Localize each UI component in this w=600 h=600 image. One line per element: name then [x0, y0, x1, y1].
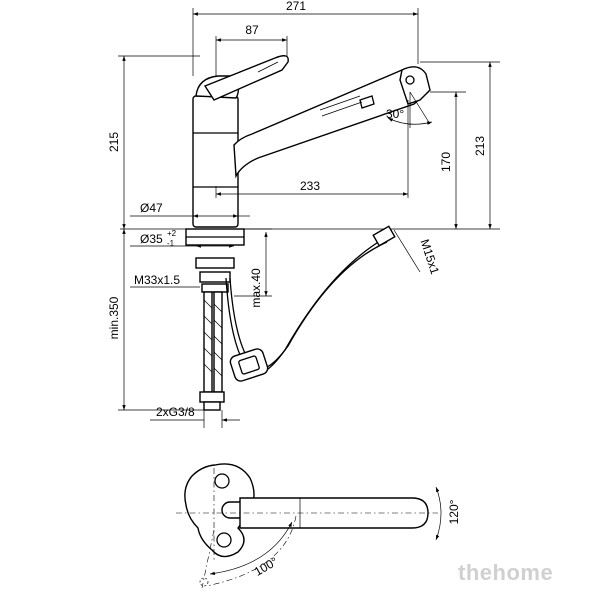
dim-lever-rotation-angle: 100° — [252, 554, 281, 579]
dim-spout-swivel-angle: 120° — [447, 499, 461, 524]
dim-connection-thread: M15x1 — [418, 237, 443, 276]
dimension-lines: 271 87 215 213 170 233 30° Ø47 — [107, 0, 500, 428]
dim-supply-connections: 2xG3/8 — [156, 405, 195, 419]
watermark-logo: thehome — [458, 560, 553, 585]
spout — [233, 66, 429, 179]
dim-hose-length: min.350 — [107, 296, 121, 339]
lever-rotation-arc — [209, 521, 293, 576]
dim-overall-length: 271 — [286, 0, 306, 13]
dim-shank-thread: M33x1.5 — [134, 273, 180, 287]
dim-spout-clearance: 170 — [439, 152, 453, 172]
dim-lever-offset: 87 — [245, 23, 259, 37]
dim-hole-tolerance-plus: +2 — [167, 229, 177, 238]
lever-handle — [203, 55, 289, 101]
hose-weight — [229, 348, 269, 382]
faucet-side-view — [120, 55, 500, 411]
faucet-top-view: 120° 100° — [176, 463, 461, 589]
mounting-nut — [195, 257, 235, 269]
mounting-hole-top — [214, 473, 230, 489]
hose-connector — [372, 225, 396, 247]
supply-hose — [199, 291, 225, 411]
dim-spray-angle: 30° — [386, 107, 404, 121]
dim-max-deck-thickness: max.40 — [249, 268, 263, 308]
dim-outlet-height: 213 — [473, 136, 487, 156]
dim-overall-height: 215 — [107, 132, 121, 152]
dim-spout-reach: 233 — [300, 179, 320, 193]
dim-hole-diameter: Ø35 — [140, 232, 163, 246]
pull-out-hose — [225, 237, 386, 375]
swivel-arc — [435, 486, 442, 541]
dim-hole-tolerance-minus: -1 — [167, 239, 175, 248]
dim-body-diameter: Ø47 — [140, 201, 163, 215]
faucet-body — [192, 95, 239, 228]
